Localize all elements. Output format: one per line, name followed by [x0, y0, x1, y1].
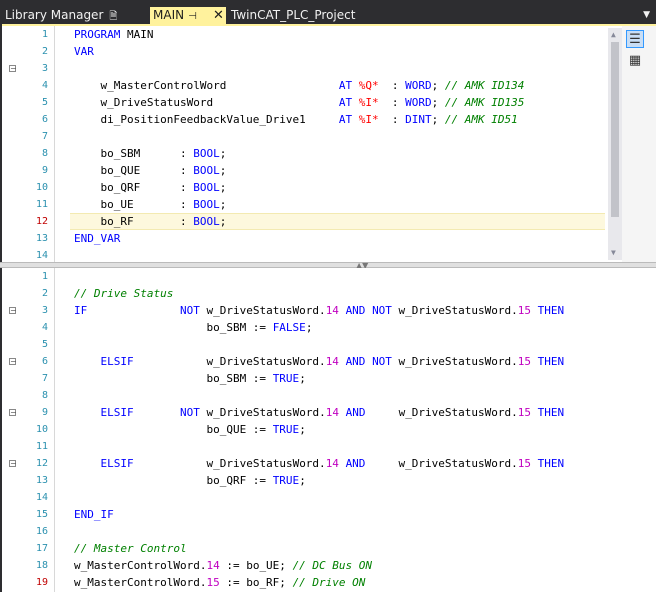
pin-icon[interactable]: ⊣ [188, 11, 197, 22]
line-number: 11 [35, 441, 48, 452]
code-line[interactable]: di_PositionFeedbackValue_Drive1 AT %I* :… [74, 113, 518, 126]
code-line[interactable]: w_DriveStatusWord AT %I* : WORD; // AMK … [74, 96, 525, 109]
implementation-editor[interactable]: 1 2 3 4 5 6 7 8 9 10 11 12 13 14 15 16 1… [2, 268, 656, 592]
pane-splitter[interactable]: ▲▼ [0, 261, 656, 270]
declaration-editor[interactable]: 1 2 3 4 5 6 7 8 9 10 11 12 13 14 − PROGR… [2, 26, 656, 262]
line-number: 12 [35, 458, 48, 469]
code-line[interactable]: bo_QUE := TRUE; [74, 423, 306, 436]
line-number: 16 [35, 526, 48, 537]
scrollbar-thumb[interactable] [611, 42, 619, 217]
tab-label: Library Manager [5, 8, 104, 22]
tab-label: MAIN [153, 8, 185, 22]
scroll-up-icon[interactable]: ▲ [611, 30, 616, 39]
line-number: 9 [41, 165, 48, 176]
code-line[interactable]: w_MasterControlWord.14 := bo_UE; // DC B… [74, 559, 373, 572]
chevron-down-icon[interactable]: ▼ [643, 10, 650, 20]
line-number: 10 [35, 424, 48, 435]
fold-toggle-icon[interactable]: − [9, 357, 17, 366]
line-number: 14 [35, 492, 48, 503]
code-line[interactable]: bo_RF : BOOL; [74, 215, 227, 228]
line-number: 1 [41, 271, 48, 282]
current-line-highlight [70, 213, 605, 230]
tabular-view-icon[interactable]: ▦ [628, 53, 642, 68]
code-line[interactable]: ELSIF w_DriveStatusWord.14 AND NOT w_Dri… [100, 355, 565, 368]
close-icon[interactable]: ✕ [213, 8, 224, 23]
code-line[interactable]: ELSIF w_DriveStatusWord.14 AND w_DriveSt… [100, 457, 565, 470]
code-line[interactable]: END_IF [74, 508, 114, 521]
code-line[interactable]: bo_QUE : BOOL; [74, 164, 227, 177]
code-line[interactable]: // Drive Status [74, 287, 174, 300]
code-line[interactable]: VAR [74, 45, 94, 58]
line-number: 5 [41, 339, 48, 350]
line-number: 6 [41, 114, 48, 125]
line-number: 4 [41, 322, 48, 333]
line-number: 8 [41, 390, 48, 401]
textual-view-icon[interactable]: ☰ [626, 30, 644, 48]
document-icon: 🗎 [109, 11, 118, 22]
code-line[interactable]: bo_SBM := TRUE; [74, 372, 306, 385]
line-number: 12 [35, 216, 48, 227]
tab-library-manager[interactable]: Library Manager 🗎 [0, 7, 150, 24]
line-number: 1 [41, 29, 48, 40]
line-number: 17 [35, 543, 48, 554]
code-line[interactable]: ELSIF NOT w_DriveStatusWord.14 AND w_Dri… [100, 406, 565, 419]
tab-main[interactable]: MAIN⊣ ✕ [150, 7, 226, 24]
line-number: 7 [41, 373, 48, 384]
line-number: 13 [35, 475, 48, 486]
vertical-scrollbar[interactable]: ▲ ▼ [608, 28, 622, 260]
fold-toggle-icon[interactable]: − [9, 306, 17, 315]
code-line[interactable]: bo_QRF : BOOL; [74, 181, 227, 194]
code-line[interactable]: // Master Control [74, 542, 187, 555]
tab-label: TwinCAT_PLC_Project [231, 8, 356, 22]
view-switcher-panel: ☰ ▦ [622, 26, 656, 262]
line-number: 5 [41, 97, 48, 108]
document-tab-bar: Library Manager 🗎 MAIN⊣ ✕ TwinCAT_PLC_Proj… [0, 0, 656, 24]
line-number-gutter: 1 2 3 4 5 6 7 8 9 10 11 12 13 14 15 16 1… [2, 268, 55, 592]
line-number: 10 [35, 182, 48, 193]
code-line[interactable]: bo_SBM := FALSE; [74, 321, 313, 334]
line-number: 15 [35, 509, 48, 520]
line-number: 8 [41, 148, 48, 159]
code-line[interactable]: END_VAR [74, 232, 121, 245]
code-line[interactable]: PROGRAM MAIN [74, 28, 154, 41]
line-number: 3 [41, 305, 48, 316]
code-line[interactable]: bo_QRF := TRUE; [74, 474, 306, 487]
fold-toggle-icon[interactable]: − [9, 408, 17, 417]
line-number: 19 [35, 577, 48, 588]
line-number: 7 [41, 131, 48, 142]
active-tab-underline [0, 24, 656, 26]
line-number: 2 [41, 46, 48, 57]
line-number: 13 [35, 233, 48, 244]
line-number: 6 [41, 356, 48, 367]
line-number: 4 [41, 80, 48, 91]
line-number-gutter: 1 2 3 4 5 6 7 8 9 10 11 12 13 14 − [2, 26, 55, 262]
line-number: 14 [35, 250, 48, 261]
code-line[interactable]: bo_SBM : BOOL; [74, 147, 227, 160]
line-number: 3 [41, 63, 48, 74]
code-line[interactable]: w_MasterControlWord.15 := bo_RF; // Driv… [74, 576, 366, 589]
line-number: 11 [35, 199, 48, 210]
fold-toggle-icon[interactable]: − [9, 459, 17, 468]
code-line[interactable]: w_MasterControlWord AT %Q* : WORD; // AM… [74, 79, 525, 92]
line-number: 2 [41, 288, 48, 299]
code-line[interactable]: bo_UE : BOOL; [74, 198, 227, 211]
fold-toggle-icon[interactable]: − [9, 64, 17, 73]
scroll-down-icon[interactable]: ▼ [611, 248, 616, 257]
window-edge [0, 24, 2, 592]
code-line[interactable]: IF NOT w_DriveStatusWord.14 AND NOT w_Dr… [74, 304, 565, 317]
tab-twincat-plc-project[interactable]: TwinCAT_PLC_Project [226, 7, 390, 24]
line-number: 18 [35, 560, 48, 571]
line-number: 9 [41, 407, 48, 418]
splitter-arrows-icon[interactable]: ▲▼ [356, 261, 369, 270]
